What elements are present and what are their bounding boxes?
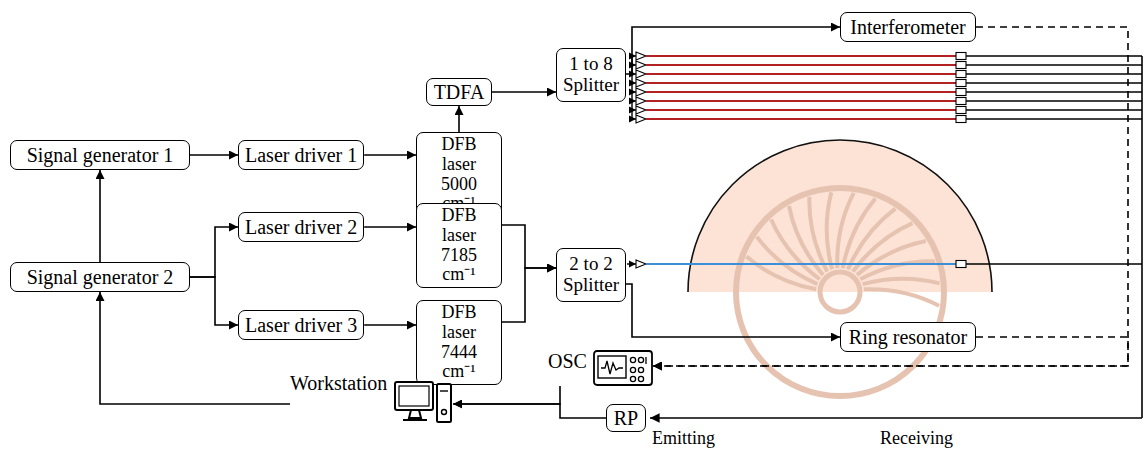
rp-box: RP xyxy=(606,404,646,432)
signal-generator: Signal generator 2 xyxy=(10,262,190,292)
laser-driver: Laser driver 1 xyxy=(238,140,364,170)
dfb-laser: DFB laser 7185 cm⁻¹ xyxy=(416,203,502,288)
node-label: Signal generator 1 xyxy=(27,144,174,166)
workstation: Workstation xyxy=(290,372,453,428)
amplifier-box: TDFA xyxy=(426,78,492,106)
signal-arrow xyxy=(364,324,416,326)
node-label: TDFA xyxy=(434,81,485,103)
node-label: DFB laser 7185 cm⁻¹ xyxy=(423,206,495,285)
stage-label: Receiving xyxy=(880,428,953,449)
signal-arrow xyxy=(626,27,840,74)
node-label: Laser driver 2 xyxy=(245,216,357,238)
splitter-box: 1 to 8 Splitter xyxy=(556,48,626,102)
node-label: RP xyxy=(614,407,638,429)
oscilloscope-icon xyxy=(593,350,653,386)
node-label: 2 to 2 Splitter xyxy=(563,254,619,296)
signal-arrow xyxy=(190,277,238,325)
interferometer-box: Interferometer xyxy=(840,12,976,42)
ring-resonator-box: Ring resonator xyxy=(840,322,976,352)
signal-arrow xyxy=(502,225,556,268)
laser-beams xyxy=(627,52,1142,418)
signal-arrow xyxy=(502,268,556,322)
oscilloscope: OSC xyxy=(548,350,653,386)
node-label: Signal generator 2 xyxy=(27,266,174,288)
signal-arrow xyxy=(99,170,101,262)
laser-driver: Laser driver 3 xyxy=(238,310,364,340)
node-label: Laser driver 3 xyxy=(245,314,357,336)
node-label: Ring resonator xyxy=(849,326,967,348)
engine-illustration xyxy=(688,140,992,396)
signal-arrow xyxy=(364,226,416,228)
signal-arrow xyxy=(100,292,290,404)
signal-arrow xyxy=(190,227,238,277)
signal-arrow xyxy=(492,91,556,93)
signal-generator: Signal generator 1 xyxy=(10,140,190,170)
node-label: OSC xyxy=(548,350,587,372)
signal-arrow xyxy=(190,154,238,156)
node-label: Workstation xyxy=(290,372,387,394)
laser-driver: Laser driver 2 xyxy=(238,212,364,242)
signal-arrow xyxy=(453,386,560,404)
node-label: DFB laser 7444 cm⁻¹ xyxy=(423,303,495,382)
dashed-signal-line xyxy=(653,27,1128,366)
node-label: 1 to 8 Splitter xyxy=(563,54,619,96)
signal-arrow xyxy=(453,404,606,418)
signal-arrow xyxy=(626,284,840,337)
computer-icon xyxy=(393,372,453,428)
stage-label: Emitting xyxy=(652,428,715,449)
dfb-laser: DFB laser 7444 cm⁻¹ xyxy=(416,300,502,385)
splitter-box: 2 to 2 Splitter xyxy=(556,248,626,302)
node-label: Interferometer xyxy=(850,16,965,38)
signal-arrow xyxy=(364,154,416,156)
signal-arrow xyxy=(458,106,460,132)
node-label: Laser driver 1 xyxy=(245,144,357,166)
